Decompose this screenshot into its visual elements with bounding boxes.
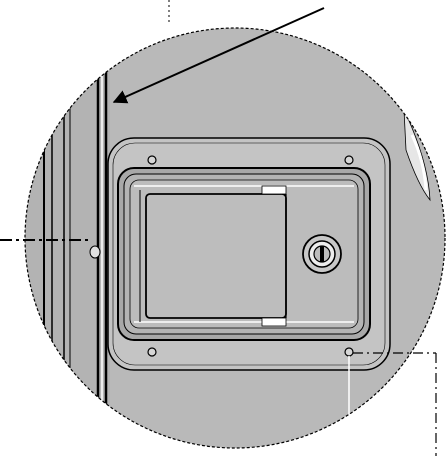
detail-circle-outline bbox=[24, 27, 446, 449]
paddle-handle bbox=[139, 185, 287, 327]
dimension-leader-lines bbox=[348, 352, 437, 456]
door-edge-highlight bbox=[403, 109, 431, 202]
keyhole-lock-icon bbox=[302, 234, 342, 274]
mounting-holes bbox=[147, 155, 354, 357]
rail-rivet bbox=[89, 245, 101, 259]
door-frame-rails bbox=[25, 28, 110, 448]
arrow-icon bbox=[112, 7, 325, 104]
